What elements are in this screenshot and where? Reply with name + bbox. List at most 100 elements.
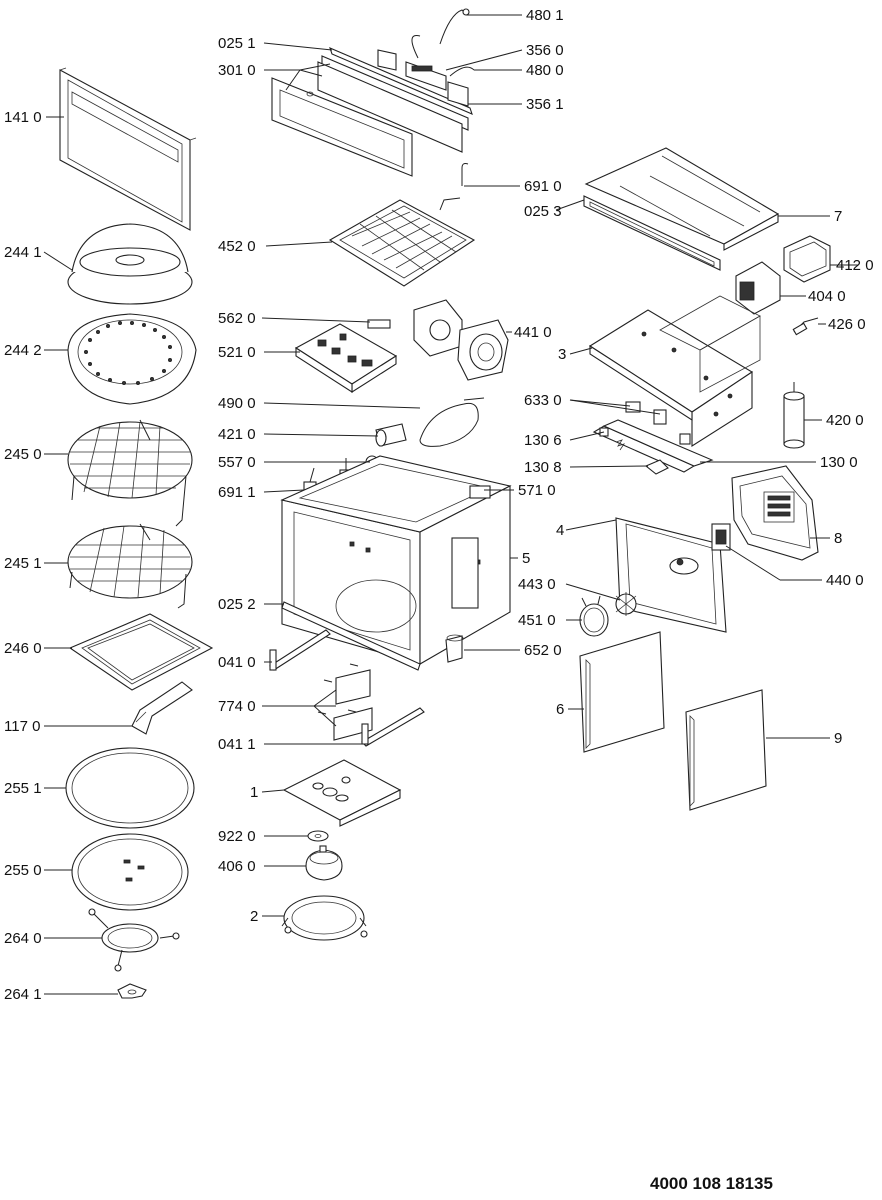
callout-440-0: 440 0 (826, 572, 864, 589)
callout-490-0: 490 0 (218, 395, 256, 412)
callout-130-0: 130 0 (820, 454, 858, 471)
interlock-spring (615, 439, 625, 451)
callout-5: 5 (522, 550, 530, 567)
callout-025-3: 025 3 (524, 203, 562, 220)
callout-557-0: 557 0 (218, 454, 256, 471)
callout-245-0: 245 0 (4, 446, 42, 463)
callout-264-1: 264 1 (4, 986, 42, 1003)
callout-041-1: 041 1 (218, 736, 256, 753)
glass-turntable-small (71, 833, 189, 911)
callout-141-0: 141 0 (4, 109, 42, 126)
callout-356-0: 356 0 (526, 42, 564, 59)
callout-130-6: 130 6 (524, 432, 562, 449)
wire-harness (411, 8, 475, 77)
transformer-cover (783, 235, 831, 283)
callout-041-0: 041 0 (218, 654, 256, 671)
callout-443-0: 443 0 (518, 576, 556, 593)
turntable-motor (305, 845, 343, 881)
fuse (367, 319, 391, 329)
callout-426-0: 426 0 (828, 316, 866, 333)
callout-441-0: 441 0 (514, 324, 552, 341)
callout-451-0: 451 0 (518, 612, 556, 629)
hv-capacitor (783, 382, 805, 449)
callout-356-1: 356 1 (526, 96, 564, 113)
callout-6: 6 (556, 701, 564, 718)
callout-774-0: 774 0 (218, 698, 256, 715)
tray-handle (131, 681, 193, 735)
wire-rack-low (67, 523, 193, 609)
hinge-screws-plates (317, 663, 373, 741)
control-panel-assembly (271, 47, 473, 177)
callout-labels: 480 1 025 1 356 0 301 0 480 0 356 1 141 … (4, 7, 874, 1003)
front-trim-strip (583, 195, 721, 271)
callout-301-0: 301 0 (218, 62, 256, 79)
base-plate (282, 759, 402, 827)
callout-480-1: 480 1 (526, 7, 564, 24)
callout-255-1: 255 1 (4, 780, 42, 797)
dome-cover (67, 223, 193, 305)
callout-412-0: 412 0 (836, 257, 874, 274)
roller-ring (88, 908, 180, 972)
callout-633-0: 633 0 (524, 392, 562, 409)
door-hinge-strip (281, 601, 421, 671)
callout-406-0: 406 0 (218, 858, 256, 875)
thermal-fuse-lead (792, 317, 819, 336)
callout-025-1: 025 1 (218, 35, 256, 52)
wire-lead (419, 397, 485, 447)
callout-691-1: 691 1 (218, 484, 256, 501)
control-pcb (294, 323, 398, 394)
callout-1: 1 (250, 784, 258, 801)
convection-motor (711, 523, 731, 551)
callout-521-0: 521 0 (218, 344, 256, 361)
callout-244-2: 244 2 (4, 342, 42, 359)
callout-117-0: 117 0 (4, 718, 40, 735)
callout-025-2: 025 2 (218, 596, 256, 613)
callout-9: 9 (834, 730, 842, 747)
capacitor-small (375, 423, 407, 447)
callout-8: 8 (834, 530, 842, 547)
callout-7: 7 (834, 208, 842, 225)
baking-tray (68, 613, 214, 691)
callout-652-0: 652 0 (524, 642, 562, 659)
hinge-left (269, 629, 331, 671)
washer (307, 830, 329, 842)
callout-2: 2 (250, 908, 258, 925)
chassis-frame (588, 295, 761, 447)
rear-heater-cover (731, 465, 819, 561)
transformer (735, 261, 781, 315)
door-panel (59, 67, 197, 231)
magnetron-fan-shroud (445, 634, 464, 663)
cooling-fan-motor (413, 299, 509, 381)
callout-245-1: 245 1 (4, 555, 42, 572)
pcb-bracket (469, 485, 491, 499)
crisp-plate (67, 313, 197, 405)
fan-bracket (644, 459, 669, 475)
hot-air-housing (615, 517, 727, 633)
hinge-right (361, 707, 425, 747)
glass-turntable-large (65, 747, 195, 829)
callout-421-0: 421 0 (218, 426, 256, 443)
callout-480-0: 480 0 (526, 62, 564, 79)
side-panel-left (579, 631, 665, 753)
callout-404-0: 404 0 (808, 288, 846, 305)
convection-fan (615, 592, 637, 616)
callout-922-0: 922 0 (218, 828, 256, 845)
motor-bracket-ring (281, 895, 368, 941)
callout-246-0: 246 0 (4, 640, 42, 657)
wire-rack-high (67, 419, 193, 527)
leader-lines (43, 14, 858, 995)
callout-130-8: 130 8 (524, 459, 562, 476)
callout-244-1: 244 1 (4, 244, 42, 261)
circular-heater (579, 595, 609, 637)
callout-4: 4 (556, 522, 564, 539)
callout-452-0: 452 0 (218, 238, 256, 255)
outer-casing-top (584, 147, 780, 251)
callout-3: 3 (558, 346, 566, 363)
side-panel-right (685, 689, 767, 811)
callout-571-0: 571 0 (518, 482, 556, 499)
grill-element (328, 163, 476, 287)
callout-562-0: 562 0 (218, 310, 256, 327)
turntable-coupler (117, 983, 147, 999)
